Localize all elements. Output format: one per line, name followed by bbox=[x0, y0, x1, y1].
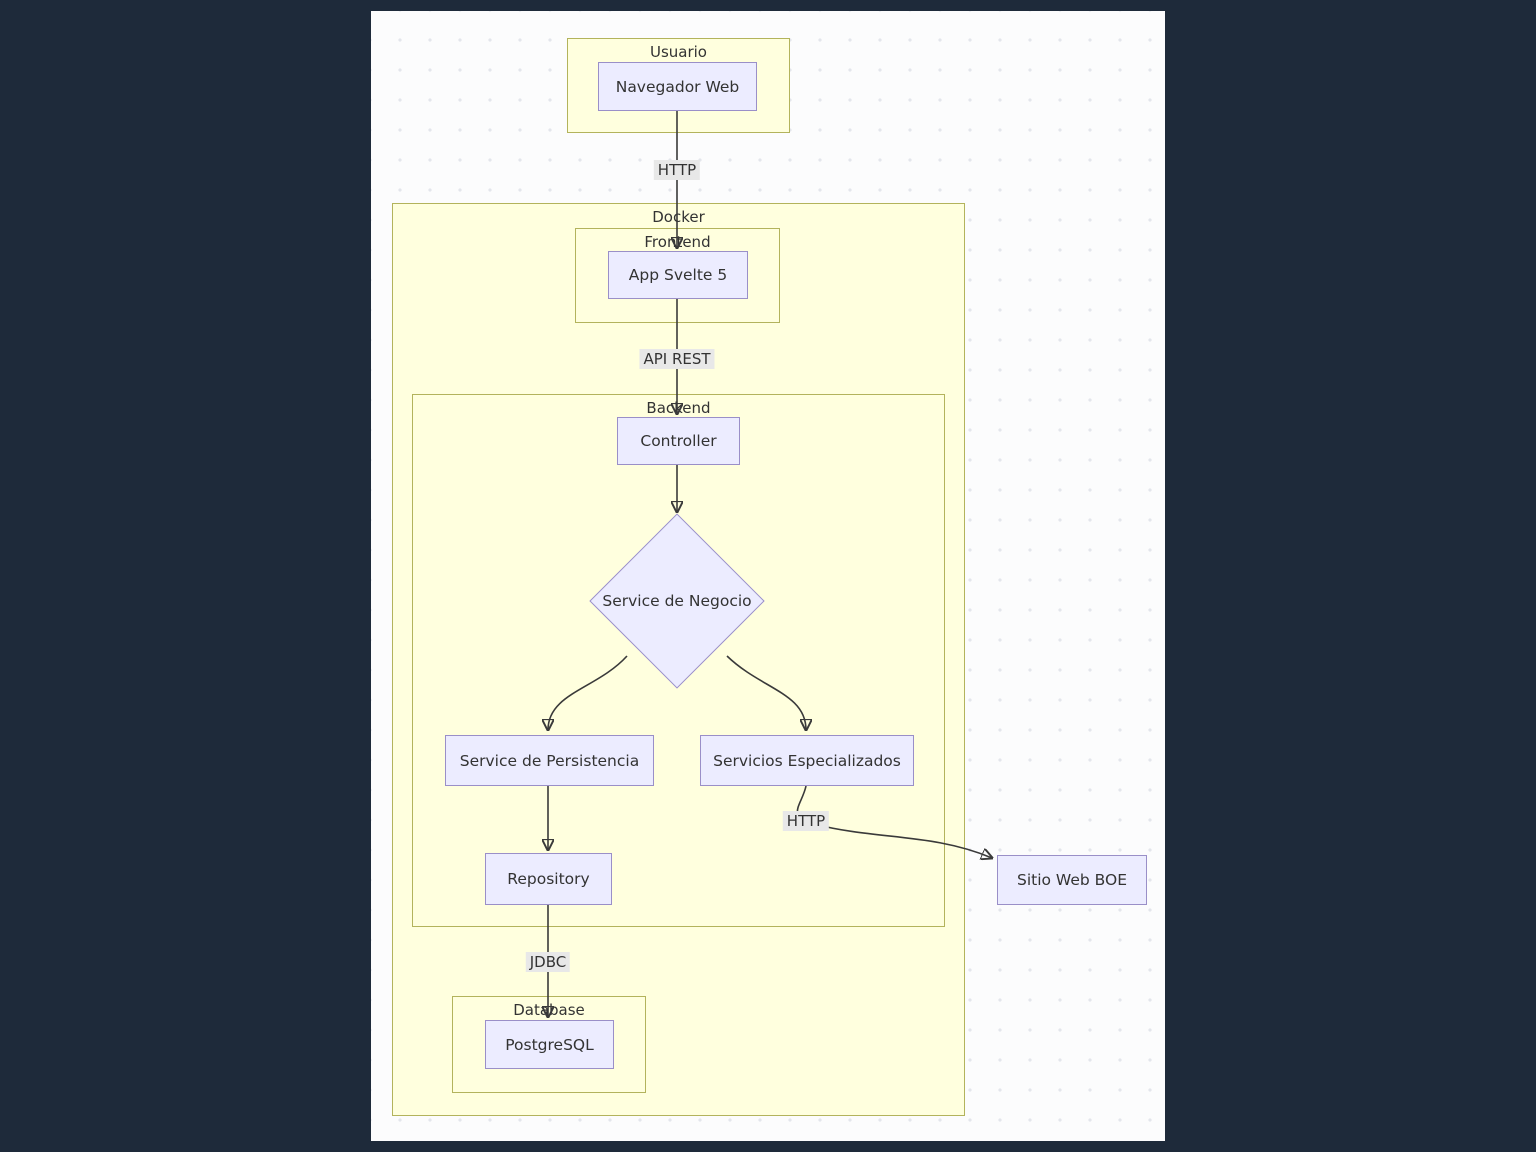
edge-label-http-browser: HTTP bbox=[653, 160, 701, 180]
node-sitio-web-boe: Sitio Web BOE bbox=[997, 855, 1147, 905]
edge-negocio-to-especializados bbox=[726, 655, 806, 730]
node-service-negocio: Service de Negocio bbox=[589, 513, 765, 689]
group-docker-title: Docker bbox=[652, 208, 705, 226]
node-postgresql: PostgreSQL bbox=[485, 1020, 614, 1069]
edge-especializados-to-sitioboe bbox=[796, 785, 992, 858]
edge-layer bbox=[371, 111, 1165, 1141]
diagram-page: Usuario Docker Frontend Backend Database… bbox=[371, 11, 1165, 1141]
node-app-svelte: App Svelte 5 bbox=[608, 251, 748, 299]
node-servicios-especializados: Servicios Especializados bbox=[700, 735, 914, 786]
node-controller: Controller bbox=[617, 417, 740, 465]
edge-label-api-rest: API REST bbox=[639, 349, 715, 369]
group-usuario-title: Usuario bbox=[649, 43, 707, 61]
node-service-negocio-label: Service de Negocio bbox=[602, 592, 752, 610]
edge-negocio-to-persistencia bbox=[548, 655, 628, 730]
node-repository: Repository bbox=[485, 853, 612, 905]
node-navegador-web: Navegador Web bbox=[598, 62, 757, 111]
edge-label-http-boe: HTTP bbox=[782, 811, 830, 831]
node-service-persistencia: Service de Persistencia bbox=[445, 735, 654, 786]
edge-label-jdbc: JDBC bbox=[525, 952, 571, 972]
